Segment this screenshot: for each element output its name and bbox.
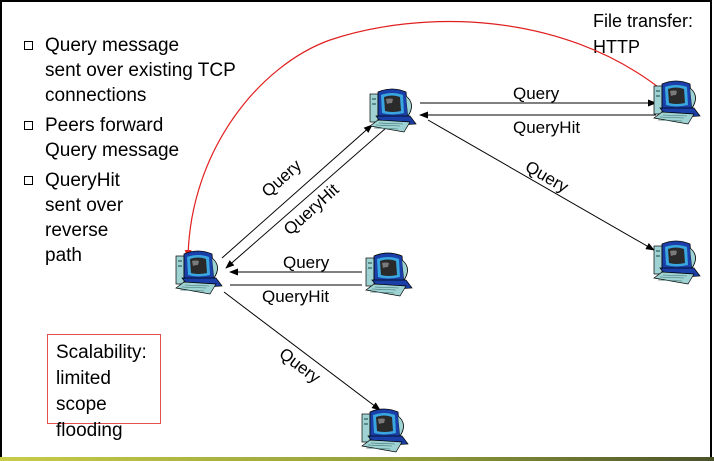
bullet-text: path <box>45 245 82 266</box>
edge-label: QueryHit <box>513 118 580 137</box>
query-edge <box>427 119 655 251</box>
edge-label: Query <box>513 84 560 103</box>
bullet-item: Query message sent over existing TCP con… <box>22 33 236 108</box>
bullet-text: Query message <box>45 140 180 161</box>
scalability-box: Scalability: limited scope flooding <box>47 334 161 441</box>
edge-label: QueryHit <box>280 180 343 239</box>
query-edge <box>223 291 381 411</box>
bullet-text: sent over <box>45 195 124 216</box>
file-transfer-title: File transfer: <box>593 11 694 31</box>
checkbox-bullet-icon <box>24 41 33 50</box>
bullet-text: Peers forward <box>45 115 164 136</box>
peer-computer-icon <box>365 252 413 297</box>
bullet-text: QueryHit <box>45 170 120 191</box>
checkbox-bullet-icon <box>24 176 33 185</box>
file-transfer-arrow <box>184 21 663 259</box>
scalability-text: flooding <box>56 420 123 441</box>
checkbox-bullet-icon <box>24 121 33 130</box>
edge-label: Query <box>283 253 330 272</box>
peer-computer-icon <box>369 88 417 133</box>
file-transfer-protocol: HTTP <box>593 37 640 57</box>
scalability-title: Scalability: <box>56 342 147 363</box>
edge-label: Query <box>522 157 572 197</box>
bullet-text: reverse <box>45 220 109 241</box>
scalability-text: limited scope <box>56 368 111 415</box>
query-edge <box>221 124 373 259</box>
bullet-text: sent over existing TCP <box>45 60 236 81</box>
peer-computer-icon <box>175 250 223 295</box>
bullet-item: QueryHit sent over reverse path <box>22 168 236 268</box>
edge-label: QueryHit <box>262 287 329 306</box>
queryhit-edge <box>225 127 387 269</box>
peer-computer-icon <box>653 240 701 285</box>
edge-label: Query <box>276 344 325 387</box>
peer-computer-icon <box>653 80 701 125</box>
edge-label: Query <box>258 156 305 201</box>
bullet-list: Query message sent over existing TCP con… <box>22 33 236 273</box>
bullet-text: Query message <box>45 35 180 56</box>
file-transfer-note: File transfer: HTTP <box>593 8 693 60</box>
slide-footer-bar <box>0 457 714 461</box>
bullet-text: connections <box>45 85 147 106</box>
bullet-item: Peers forward Query message <box>22 113 236 163</box>
peer-computer-icon <box>361 408 409 453</box>
